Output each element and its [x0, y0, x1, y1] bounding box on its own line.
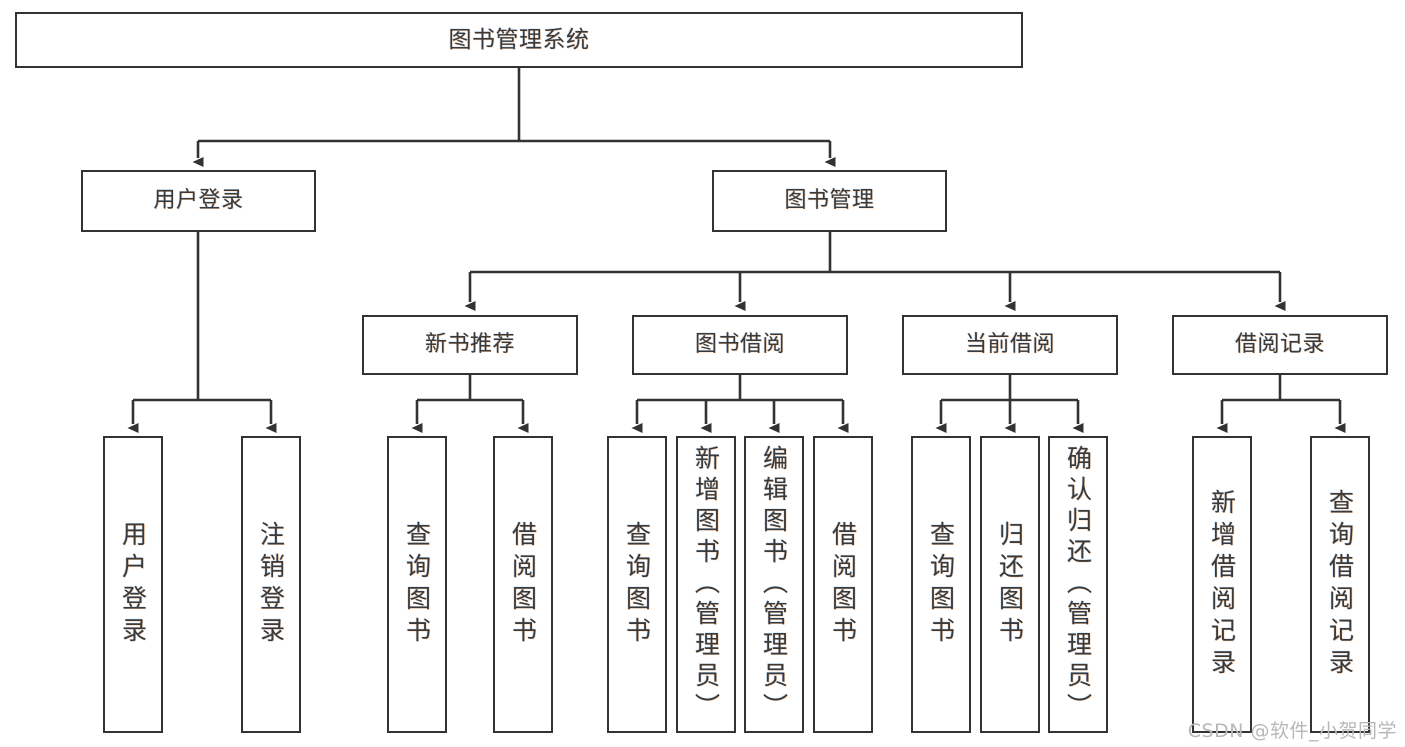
node-root[interactable]: 图书管理系统: [15, 12, 1023, 68]
node-leaf-query-book-1[interactable]: 查询图书: [387, 436, 447, 733]
node-leaf-add-book-admin[interactable]: 新增图书（管理员）: [676, 436, 736, 733]
node-leaf-query-book-3-label: 查询图书: [926, 520, 956, 649]
node-current-borrow-label: 当前借阅: [964, 332, 1055, 358]
node-leaf-borrow-book-1[interactable]: 借阅图书: [493, 436, 553, 733]
node-leaf-user-login-label: 用户登录: [118, 520, 148, 649]
node-leaf-query-book-2-label: 查询图书: [622, 520, 652, 649]
node-new-book-recommend-label: 新书推荐: [424, 332, 515, 358]
node-leaf-user-login[interactable]: 用户登录: [103, 436, 163, 733]
node-leaf-query-book-2[interactable]: 查询图书: [607, 436, 667, 733]
node-user-login-label: 用户登录: [153, 188, 244, 214]
node-leaf-query-borrow-record-label: 查询借阅记录: [1325, 488, 1355, 681]
node-leaf-edit-book-admin-label: 编辑图书（管理员）: [759, 445, 789, 724]
node-leaf-query-borrow-record[interactable]: 查询借阅记录: [1310, 436, 1370, 733]
watermark-text: CSDN @软件_小贺同学: [1187, 720, 1397, 742]
node-leaf-logout[interactable]: 注销登录: [241, 436, 301, 733]
node-user-login[interactable]: 用户登录: [81, 170, 316, 232]
node-leaf-add-borrow-record[interactable]: 新增借阅记录: [1192, 436, 1252, 733]
node-leaf-return-book[interactable]: 归还图书: [980, 436, 1040, 733]
node-leaf-confirm-return-admin-label: 确认归还（管理员）: [1063, 445, 1093, 724]
node-leaf-return-book-label: 归还图书: [995, 520, 1025, 649]
node-current-borrow[interactable]: 当前借阅: [902, 315, 1118, 375]
node-leaf-query-book-3[interactable]: 查询图书: [911, 436, 971, 733]
node-leaf-confirm-return-admin[interactable]: 确认归还（管理员）: [1048, 436, 1108, 733]
node-book-borrow[interactable]: 图书借阅: [632, 315, 848, 375]
node-leaf-borrow-book-2[interactable]: 借阅图书: [813, 436, 873, 733]
node-leaf-add-borrow-record-label: 新增借阅记录: [1207, 488, 1237, 681]
node-book-management[interactable]: 图书管理: [712, 170, 947, 232]
node-leaf-borrow-book-1-label: 借阅图书: [508, 520, 538, 649]
node-borrow-record-label: 借阅记录: [1234, 332, 1325, 358]
node-new-book-recommend[interactable]: 新书推荐: [362, 315, 578, 375]
node-leaf-edit-book-admin[interactable]: 编辑图书（管理员）: [744, 436, 804, 733]
node-root-label: 图书管理系统: [448, 26, 590, 53]
node-leaf-query-book-1-label: 查询图书: [402, 520, 432, 649]
node-book-management-label: 图书管理: [784, 188, 875, 214]
node-leaf-add-book-admin-label: 新增图书（管理员）: [691, 445, 721, 724]
node-leaf-borrow-book-2-label: 借阅图书: [828, 520, 858, 649]
node-leaf-logout-label: 注销登录: [256, 520, 286, 649]
node-borrow-record[interactable]: 借阅记录: [1172, 315, 1388, 375]
node-book-borrow-label: 图书借阅: [694, 332, 785, 358]
